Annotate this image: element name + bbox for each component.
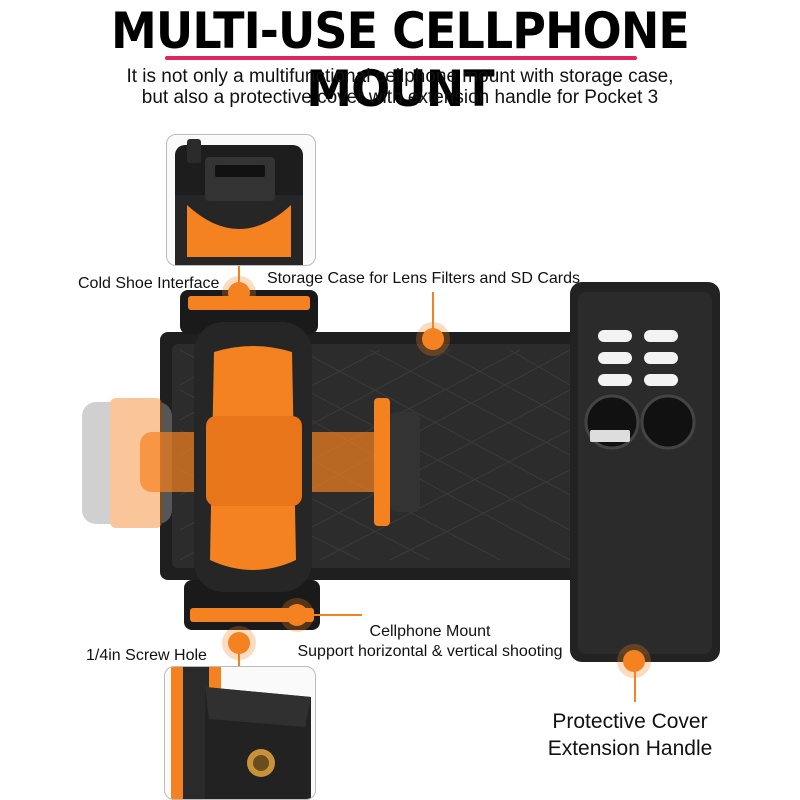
label-protective-line-1: Protective Cover xyxy=(552,710,708,733)
subtitle: It is not only a multifunctional cellpho… xyxy=(0,66,800,108)
callout-dot-protective xyxy=(623,650,645,672)
label-screw-hole: 1/4in Screw Hole xyxy=(86,647,207,664)
cold-shoe-illustration xyxy=(175,139,303,265)
callout-dot-cold-shoe xyxy=(228,282,250,304)
subtitle-line-1: It is not only a multifunctional cellpho… xyxy=(126,66,674,87)
callout-dot-storage xyxy=(422,328,444,350)
leader-cold-shoe xyxy=(238,266,240,290)
screw-hole-inset xyxy=(164,666,316,800)
leader-mount xyxy=(306,614,362,616)
screw-hole-illustration xyxy=(171,667,311,799)
label-protective-line-2: Extension Handle xyxy=(547,737,713,760)
label-cellphone-mount-line-1: Cellphone Mount xyxy=(369,623,491,640)
cold-shoe-inset xyxy=(166,134,316,266)
label-cellphone-mount: Cellphone Mount Support horizontal & ver… xyxy=(290,622,570,662)
leader-protective xyxy=(634,672,636,702)
leader-screw xyxy=(238,646,240,666)
label-cellphone-mount-line-2: Support horizontal & vertical shooting xyxy=(297,643,563,660)
subtitle-line-2: but also a protective cover with extensi… xyxy=(141,87,659,108)
label-cold-shoe: Cold Shoe Interface xyxy=(78,275,220,292)
callout-dot-screw xyxy=(228,632,250,654)
leader-storage xyxy=(432,292,434,332)
page-title: MULTI-USE CELLPHONE MOUNT xyxy=(111,2,690,118)
title-underline xyxy=(165,56,637,60)
label-protective-cover: Protective Cover Extension Handle xyxy=(540,708,720,762)
label-storage-case: Storage Case for Lens Filters and SD Car… xyxy=(267,270,581,287)
callout-dot-mount xyxy=(286,604,308,626)
